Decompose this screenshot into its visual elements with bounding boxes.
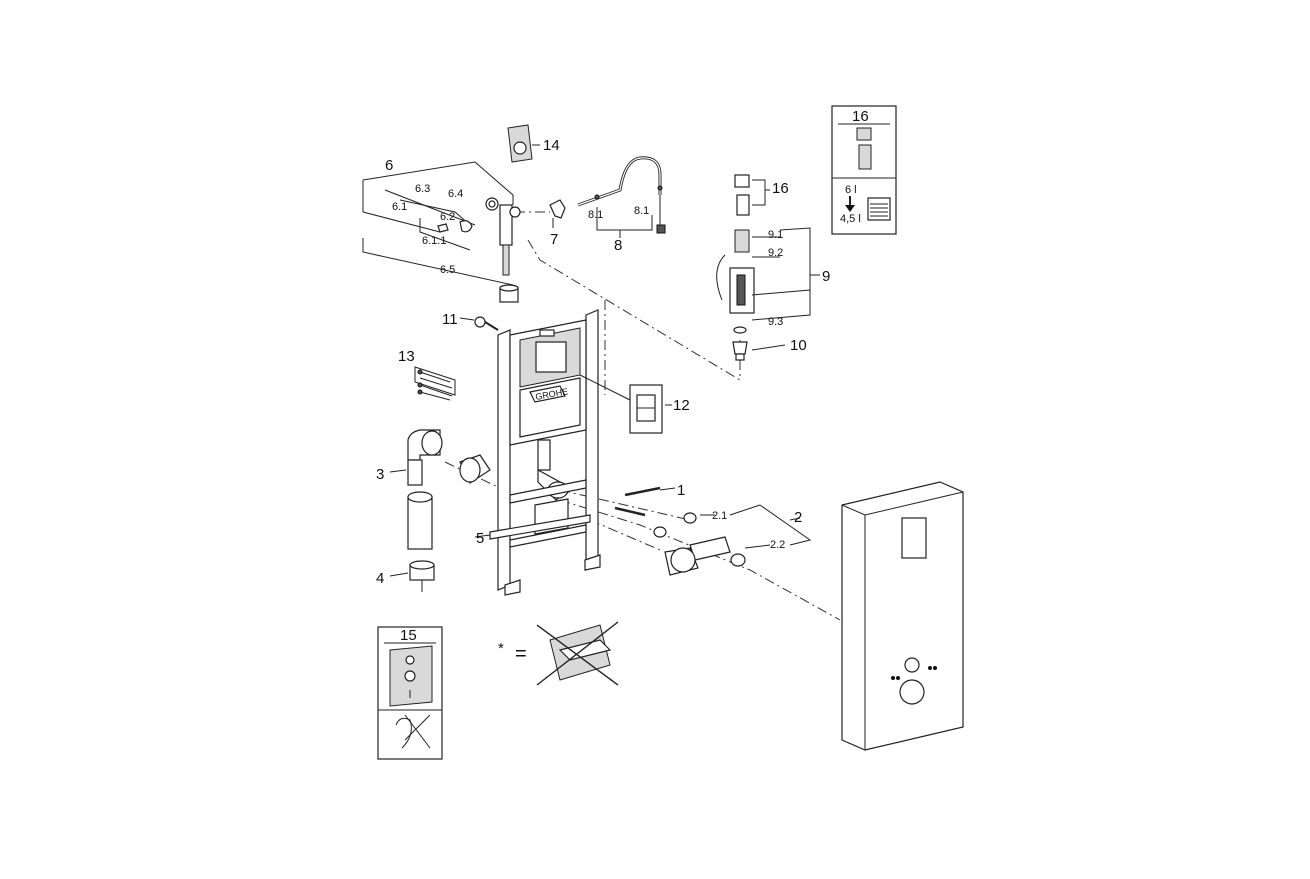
spacer-5: 5 bbox=[474, 514, 591, 547]
label-16: 16 bbox=[772, 180, 789, 197]
label-6-2: 6.2 bbox=[440, 211, 455, 223]
label-8-1b: 8.1 bbox=[634, 205, 649, 217]
hose-group: 7 8.1 8.1 8 bbox=[549, 156, 666, 254]
connection-parts: 1 2.1 2.2 2 bbox=[614, 482, 812, 576]
label-9-1: 9.1 bbox=[768, 229, 783, 241]
label-9-3: 9.3 bbox=[768, 316, 783, 328]
label-2: 2 bbox=[794, 509, 802, 526]
wc-panel bbox=[841, 481, 964, 751]
fill-valve-group: 6 6.3 6.4 6.1 6.2 6.1.1 6.5 bbox=[362, 157, 521, 303]
accessory-bag-14: 14 bbox=[507, 124, 560, 163]
label-2-1: 2.1 bbox=[712, 510, 727, 522]
label-6-1: 6.1 bbox=[392, 201, 407, 213]
label-6: 6 bbox=[385, 157, 393, 174]
label-12: 12 bbox=[673, 397, 690, 414]
label-7: 7 bbox=[550, 231, 558, 248]
label-6-3: 6.3 bbox=[415, 183, 430, 195]
label-13: 13 bbox=[398, 348, 415, 365]
label-6-5: 6.5 bbox=[440, 264, 455, 276]
screws-13: 13 bbox=[398, 348, 456, 401]
label-14: 14 bbox=[543, 137, 560, 154]
label-9-2: 9.2 bbox=[768, 247, 783, 259]
label-8: 8 bbox=[614, 237, 622, 254]
label-8-1a: 8.1 bbox=[588, 209, 603, 221]
label-2-2: 2.2 bbox=[770, 539, 785, 551]
drain-pipes: 3 4 bbox=[376, 429, 491, 592]
label-6-4: 6.4 bbox=[448, 188, 463, 200]
label-11: 11 bbox=[442, 311, 458, 328]
box16-vol-small: 4,5 l bbox=[840, 213, 861, 225]
part-11: 11 bbox=[442, 311, 499, 331]
note-star: * bbox=[498, 640, 504, 657]
box16-title: 16 bbox=[852, 108, 869, 125]
label-9: 9 bbox=[822, 268, 830, 285]
not-included-note: * = bbox=[498, 621, 619, 686]
inset-box-16: 16 6 l 4,5 l bbox=[831, 105, 897, 235]
label-5: 5 bbox=[476, 530, 484, 547]
label-10: 10 bbox=[790, 337, 807, 354]
note-equals: = bbox=[515, 643, 527, 665]
inset-box-15: 15 bbox=[377, 626, 443, 760]
installation-frame: GROHE bbox=[497, 309, 601, 596]
label-3: 3 bbox=[376, 466, 384, 483]
box15-title: 15 bbox=[400, 627, 417, 644]
label-6-1-1: 6.1.1 bbox=[422, 235, 446, 247]
label-1: 1 bbox=[677, 482, 685, 499]
flush-valve-group: 16 9.1 9.2 9.3 9 10 bbox=[716, 174, 830, 361]
box16-vol-big: 6 l bbox=[845, 184, 857, 196]
flush-plate-12: 12 bbox=[579, 374, 690, 434]
label-4: 4 bbox=[376, 570, 384, 587]
